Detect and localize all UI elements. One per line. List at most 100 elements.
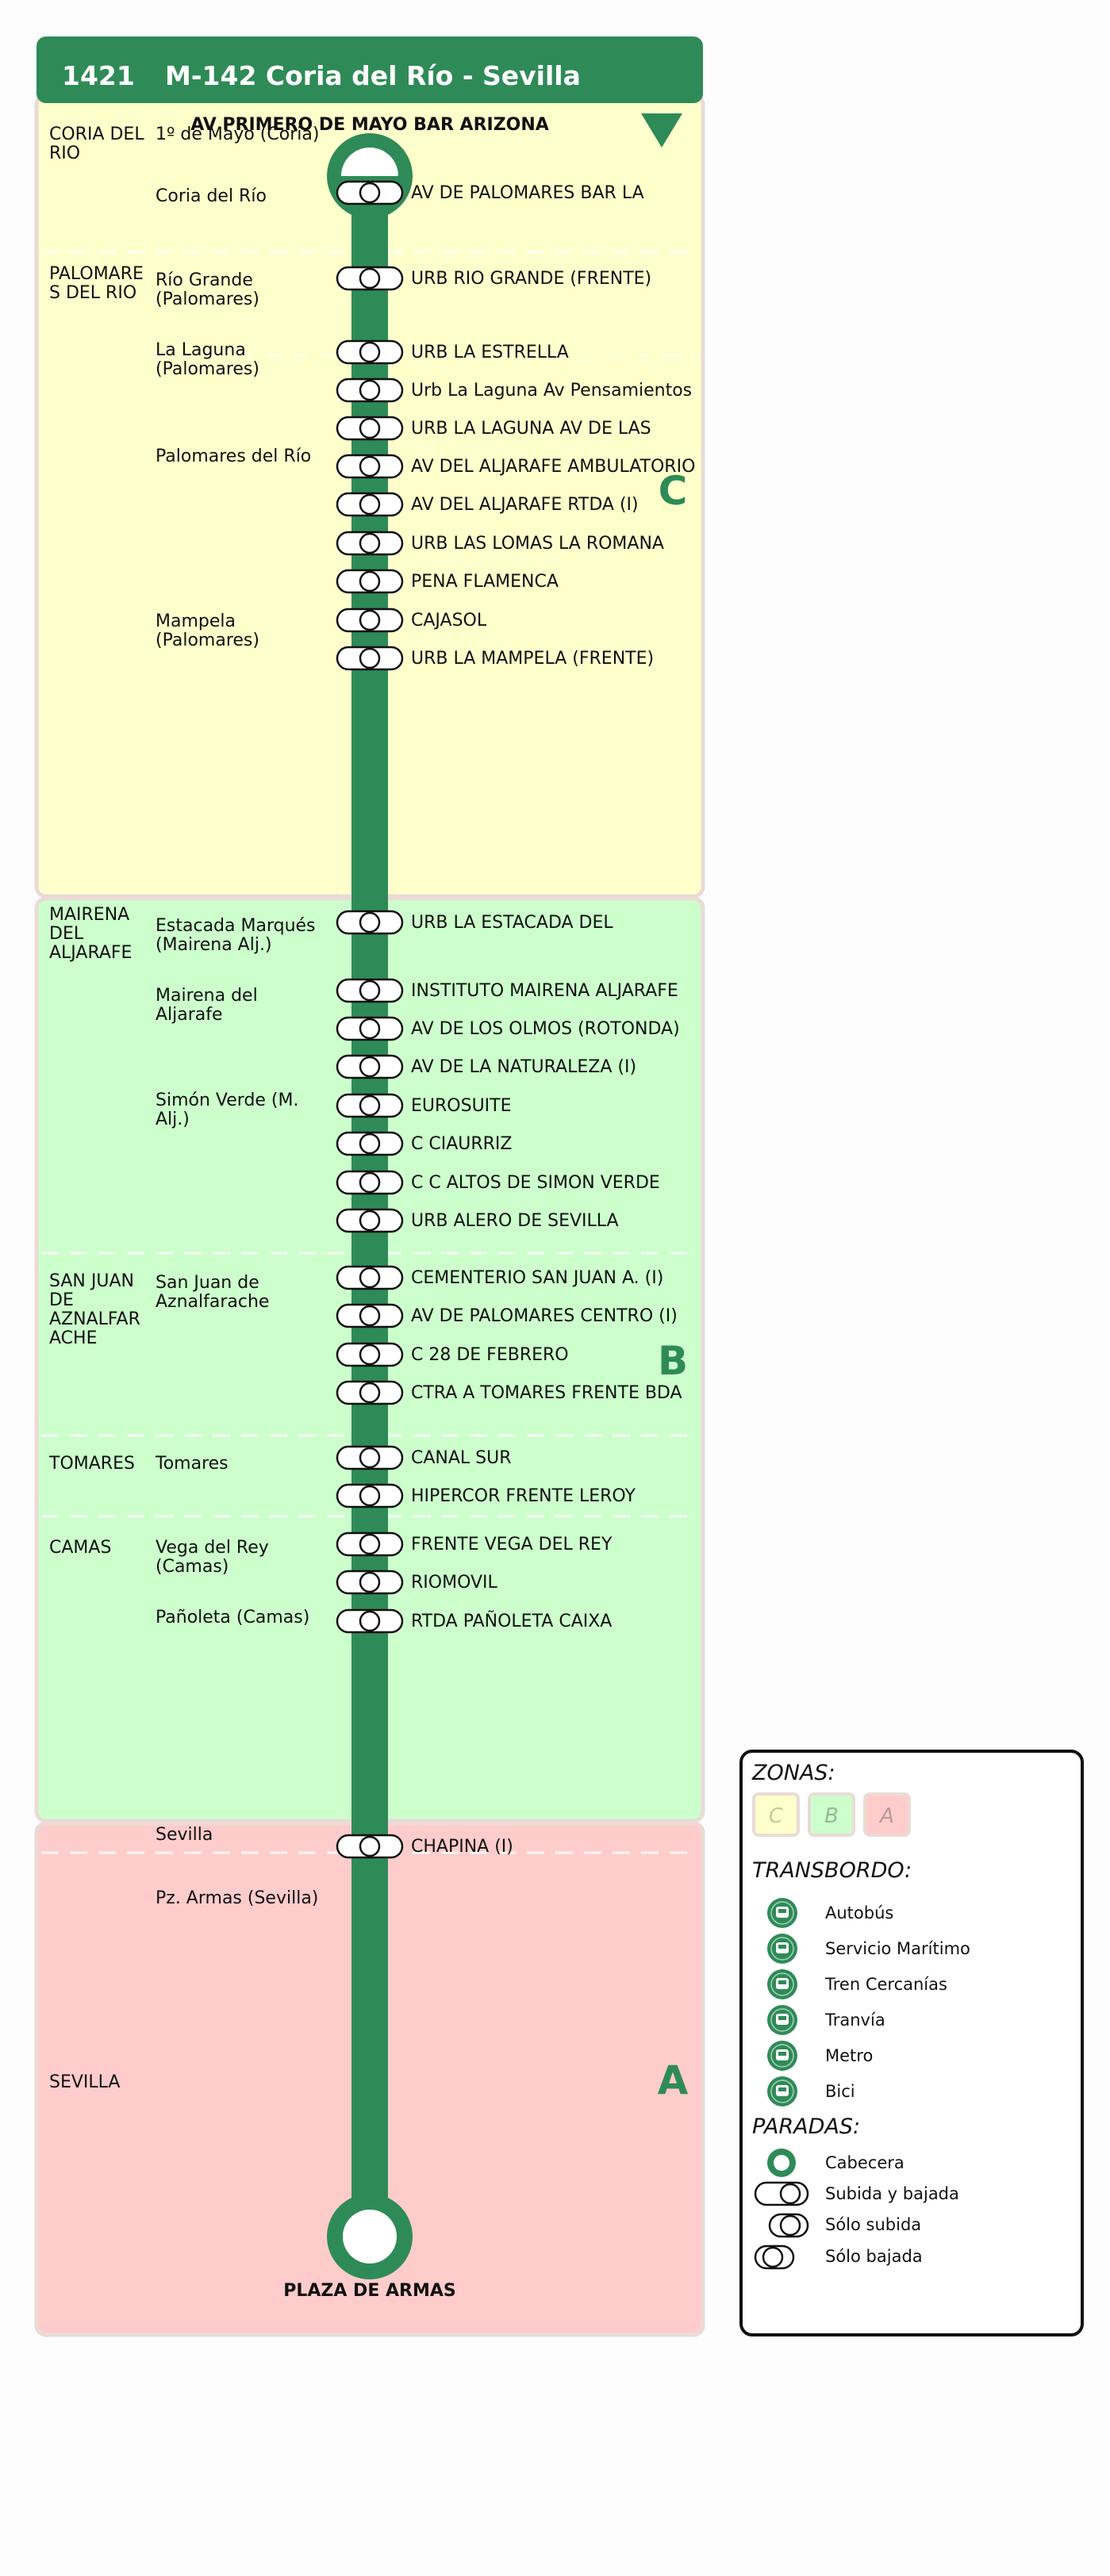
metro-icon [767,2041,797,2071]
legend-transfer-label: Metro [825,2046,873,2065]
stop-label: CAJASOL [411,611,487,631]
ferry-icon [767,1934,797,1964]
stop-marker-icon [336,1131,404,1156]
stop-label: AV DE PALOMARES CENTRO (I) [411,1306,678,1326]
locality-label: Vega del Rey(Camas) [156,1538,269,1577]
zone-letter-b: B [658,1338,688,1384]
zone-letter-c: C [659,468,688,514]
stop-label: AV DE LOS OLMOS (ROTONDA) [411,1019,680,1039]
stop-marker-icon [336,978,404,1003]
stop-marker-icon [336,1170,404,1195]
origin-terminal-icon [327,133,413,219]
locality-label: Coria del Río [156,186,267,206]
stop-label: EUROSUITE [411,1096,512,1116]
stop-marker-icon [336,1570,404,1595]
legend-transfer-label: Autobús [825,1903,893,1922]
legend-zones-title: ZONAS: [751,1761,835,1785]
locality-label: Simón Verde (M.Alj.) [156,1091,299,1129]
stop-marker-icon [336,1380,404,1405]
legend: ZONAS: C B A TRANSBORDO: AutobúsServicio… [739,1750,1084,2336]
stop-marker-icon [336,1531,404,1557]
legend-box [739,1750,1084,2336]
stop-label: CTRA A TOMARES FRENTE BDA [411,1383,682,1403]
locality-label: Río Grande(Palomares) [156,270,259,309]
stop-marker-icon [336,1208,404,1233]
origin-label: AV PRIMERO DE MAYO BAR ARIZONA [190,115,549,135]
stop-label: CANAL SUR [411,1448,512,1468]
legend-zone-c-box: C [752,1792,800,1837]
legend-stop-type-board-alight: Subida y bajada [825,2184,959,2203]
svg-text:C: C [769,1804,784,1828]
stop-marker-icon [336,454,404,479]
legend-stop-type-terminal: Cabecera [825,2153,905,2172]
stop-label: AV DEL ALJARAFE AMBULATORIO [411,457,695,477]
stop-label: AV DEL ALJARAFE RTDA (I) [411,495,639,515]
route-header [36,36,703,103]
stop-label: HIPERCOR FRENTE LEROY [411,1486,636,1506]
route-title: M-142 Coria del Río - Sevilla [165,60,581,91]
stop-label: AV DE PALOMARES BAR LA [411,183,644,203]
locality-label: La Laguna(Palomares) [156,340,259,379]
legend-stop-type-alight-only: Sólo bajada [825,2247,923,2266]
legend-transfer-label: Servicio Marítimo [825,1939,970,1958]
svg-text:A: A [878,1804,894,1828]
locality-label: Sevilla [156,1825,213,1845]
zone-letter-a: A [658,2057,689,2103]
svg-text:B: B [824,1804,839,1828]
legend-board-only-icon [768,2213,809,2238]
destination-label: PLAZA DE ARMAS [283,2281,456,2301]
route-line [351,176,388,2237]
stop-marker-icon [336,646,404,671]
locality-label: Mampela(Palomares) [156,611,259,650]
direction-arrow-icon [641,113,682,148]
stop-marker-icon [336,1342,404,1367]
municipality-label: CAMAS [49,1538,111,1558]
locality-label: Estacada Marqués(Mairena Alj.) [156,916,316,955]
stop-label: RTDA PAÑOLETA CAIXA [411,1610,612,1631]
line-number: 1421 [62,60,135,91]
locality-label: Pz. Armas (Sevilla) [156,1888,318,1908]
legend-transfer-label: Tren Cercanías [824,1975,947,1994]
stop-label: RIOMOVIL [411,1573,498,1593]
stop-marker-icon [336,531,404,556]
stop-marker-icon [336,1054,404,1079]
stop-marker-icon [336,1093,404,1118]
stop-marker-icon [336,180,404,205]
locality-label: 1º de Mayo (Coria) [156,125,319,144]
stop-marker-icon [336,416,404,441]
stop-label: URB LA LAGUNA AV DE LAS [411,419,651,439]
municipality-label: TOMARES [48,1454,135,1474]
stop-label: AV DE LA NATURALEZA (I) [411,1057,636,1077]
stop-label: C C ALTOS DE SIMON VERDE [411,1173,660,1193]
tram-icon [767,2005,797,2035]
stop-marker-icon [336,266,404,291]
stop-marker-icon [336,1608,404,1634]
legend-board-alight-icon [754,2181,809,2206]
destination-terminal-icon [327,2194,413,2279]
stop-marker-icon [336,378,404,403]
legend-zone-b-box: B [808,1792,855,1837]
municipality-label: SEVILLA [49,2072,120,2092]
stop-marker-icon [336,339,404,365]
stop-marker-icon [336,492,404,517]
legend-terminal-icon [767,2149,796,2177]
locality-label: Pañoleta (Camas) [156,1608,309,1627]
stop-label: URB LA MAMPELA (FRENTE) [411,649,654,669]
stop-marker-icon [336,1834,404,1859]
stop-label: URB LAS LOMAS LA ROMANA [411,534,664,554]
legend-transfer-title: TRANSBORDO: [752,1858,912,1883]
legend-alight-only-icon [754,2244,795,2270]
stop-label: CEMENTERIO SAN JUAN A. (I) [411,1268,663,1288]
bike-icon [767,2076,797,2106]
stop-label: CHAPINA (I) [411,1837,513,1857]
